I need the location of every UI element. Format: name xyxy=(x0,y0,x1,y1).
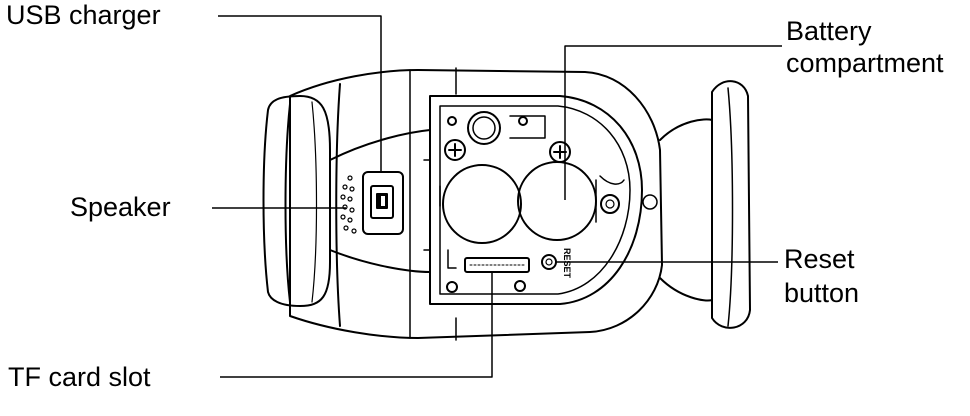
reset-marking: RESET xyxy=(562,248,572,279)
tf-card-slot xyxy=(464,257,530,273)
lens-hood xyxy=(262,95,331,307)
leader-lines xyxy=(212,15,782,378)
screw-right xyxy=(549,141,571,163)
label-speaker: Speaker xyxy=(70,192,171,222)
wall-mount-plate xyxy=(711,80,751,329)
battery-cells xyxy=(439,161,597,244)
label-reset-line2: button xyxy=(784,278,860,308)
battery-compartment-outline xyxy=(429,95,643,305)
camera-housing xyxy=(289,69,663,339)
label-usb-charger: USB charger xyxy=(6,0,161,30)
label-reset-line1: Reset xyxy=(784,244,855,274)
screw-left xyxy=(444,139,466,161)
label-battery-line1: Battery xyxy=(786,16,872,46)
reset-button xyxy=(541,254,557,270)
speaker-grille xyxy=(340,175,357,234)
usb-port xyxy=(362,171,404,235)
label-tf-card-slot: TF card slot xyxy=(8,362,151,392)
front-bezel-edge xyxy=(335,83,341,327)
label-battery-line2: compartment xyxy=(786,48,944,78)
mount-joint xyxy=(659,118,713,302)
